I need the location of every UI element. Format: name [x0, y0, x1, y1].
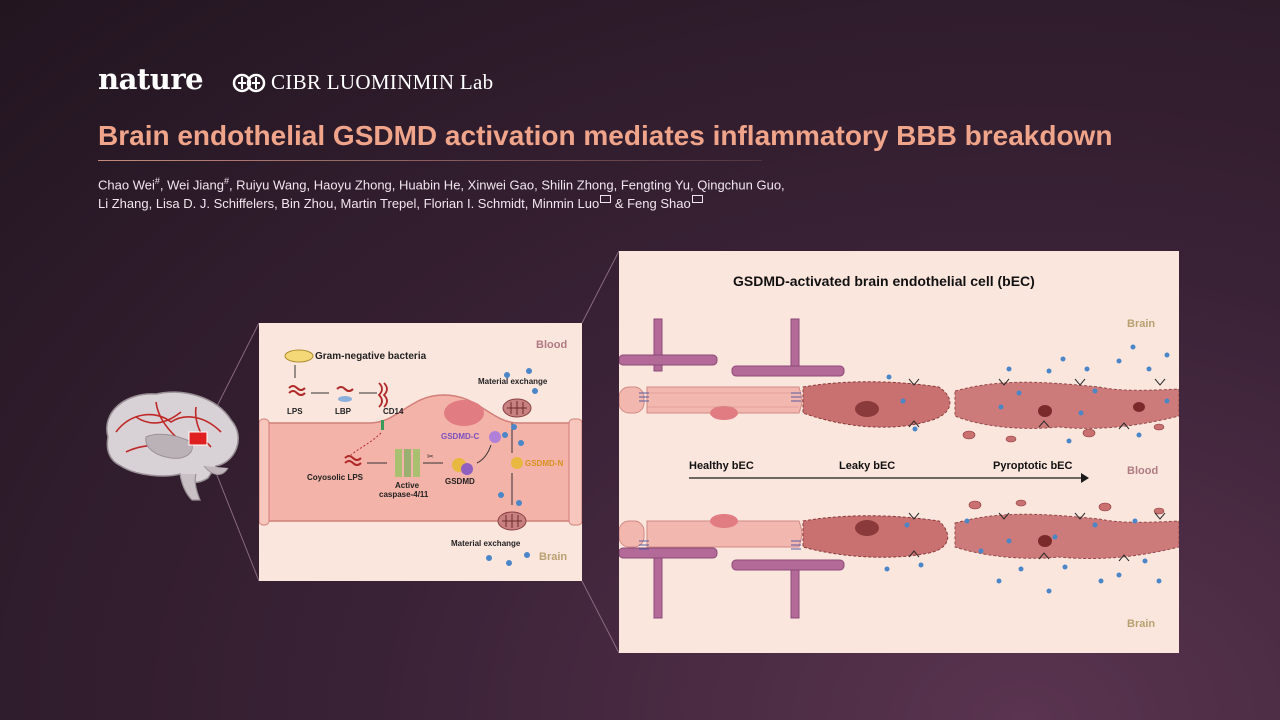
- healthy-bec-label: Healthy bEC: [689, 460, 754, 472]
- nature-logo: nature: [98, 62, 204, 96]
- author-name: Chao Wei: [98, 177, 155, 193]
- caspase-label: caspase-4/11: [379, 490, 429, 499]
- leaky-bec-label: Leaky bEC: [839, 460, 896, 472]
- pyroptotic-bec-label: Pyroptotic bEC: [993, 460, 1073, 472]
- equal-contribution-mark: #: [223, 176, 229, 186]
- lab-name: CIBR LUOMINMIN Lab: [271, 70, 493, 95]
- material-exchange-top-label: Material exchange: [478, 377, 548, 386]
- brain-illustration: [106, 391, 239, 501]
- lab-label: LUOMINMIN Lab: [326, 70, 494, 94]
- brain-bottom-label: Brain: [1127, 618, 1156, 630]
- title-divider: [98, 160, 762, 161]
- bec-diagram: [619, 318, 1179, 619]
- page-title: Brain endothelial GSDMD activation media…: [98, 120, 1113, 151]
- cibr-logo-icon: [232, 73, 266, 93]
- lbp-label: LBP: [335, 407, 351, 416]
- mail-icon: [600, 195, 612, 203]
- bacteria-label: Gram-negative bacteria: [315, 351, 427, 362]
- svg-text:✂: ✂: [427, 452, 434, 461]
- author-line-1: Chao Wei#, Wei Jiang#, Ruiyu Wang, Haoyu…: [98, 176, 785, 192]
- institution-name: CIBR: [271, 70, 322, 94]
- blood-label: Blood: [1127, 465, 1159, 477]
- bec-panel-title: GSDMD-activated brain endothelial cell (…: [733, 273, 1035, 289]
- cd14-label: CD14: [383, 407, 404, 416]
- gsdmd-label: GSDMD: [445, 477, 475, 486]
- bec-panel: GSDMD-activated brain endothelial cell (…: [619, 251, 1179, 653]
- author-line-2: Li Zhang, Lisa D. J. Schiffelers, Bin Zh…: [98, 195, 703, 211]
- material-exchange-bottom-label: Material exchange: [451, 539, 521, 548]
- gsdmd-c-label: GSDMD-C: [441, 432, 480, 441]
- author-name: , Wei Jiang: [159, 177, 224, 193]
- brain-label: Brain: [539, 551, 568, 563]
- active-label: Active: [395, 481, 420, 490]
- mail-icon: [691, 195, 703, 203]
- mechanism-panel: ✂ Blood Brain Gram-negative bacteria LPS…: [259, 323, 582, 581]
- lps-label: LPS: [287, 407, 303, 416]
- mechanism-diagram: ✂: [259, 349, 582, 566]
- gsdmd-n-label: GSDMD-N: [525, 459, 564, 468]
- blood-label: Blood: [536, 339, 568, 351]
- author-name: & Feng Shao: [611, 196, 691, 211]
- author-names: , Ruiyu Wang, Haoyu Zhong, Huabin He, Xi…: [228, 177, 785, 193]
- cytosolic-lps-label: Coyosolic LPS: [307, 473, 364, 482]
- brain-top-label: Brain: [1127, 318, 1156, 330]
- equal-contribution-mark: #: [154, 176, 160, 186]
- author-names: Li Zhang, Lisa D. J. Schiffelers, Bin Zh…: [98, 196, 600, 211]
